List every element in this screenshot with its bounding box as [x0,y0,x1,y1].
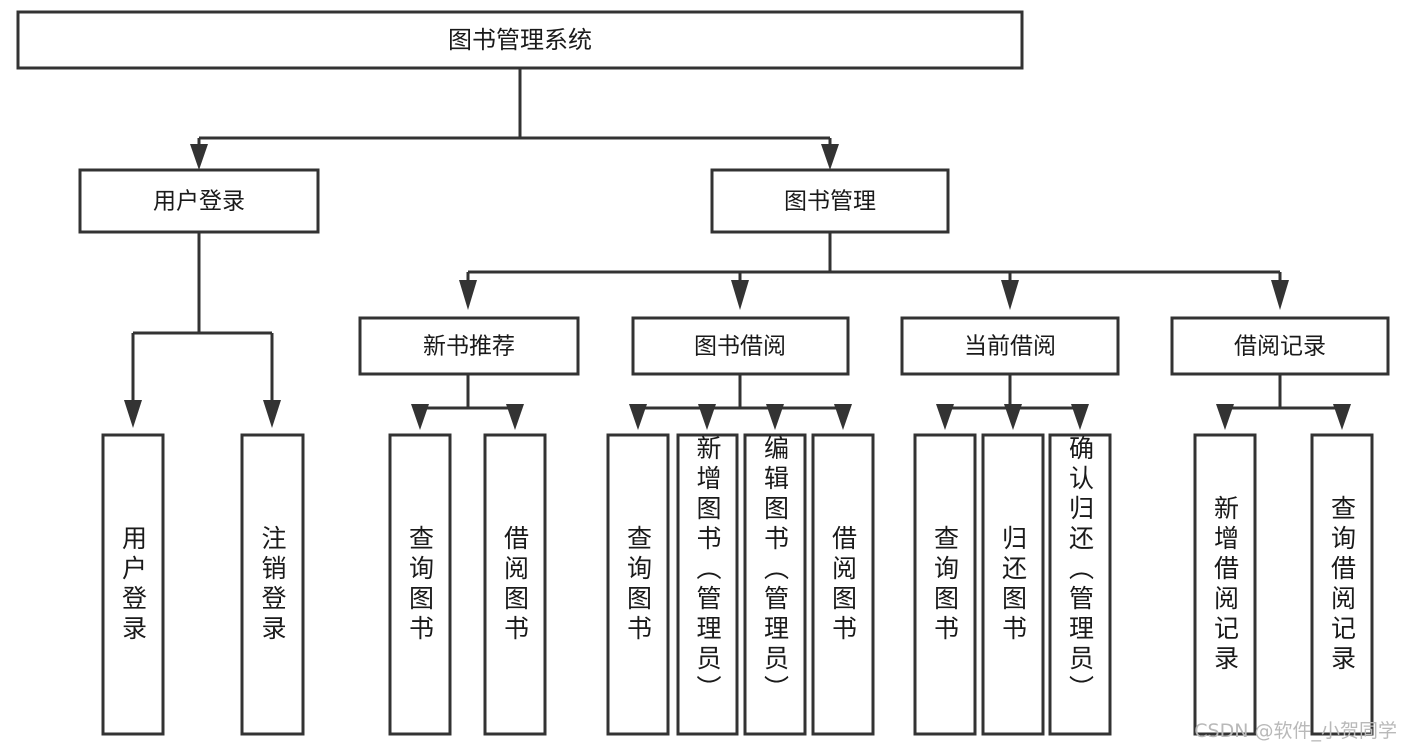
node-book-borrow[interactable]: 图书借阅 [631,316,850,376]
leaf-box-borrow-book-2[interactable] [811,433,875,736]
arrowhead-book-manage [821,144,839,170]
arrowhead-current-borrow [1001,280,1019,310]
leaf-box-edit-book[interactable] [743,433,807,736]
leaf-box-query-book-3[interactable] [913,433,977,736]
leaf-box-layer [101,433,1374,736]
node-user-login-label: 用户登录 [153,189,245,215]
leaf-box-query-book-1[interactable] [388,433,452,736]
connector-layer [124,68,1351,430]
arrowhead-leaf-logout [263,400,281,428]
connector-root-trunk [197,68,832,157]
connector-bookborrow-trunk [636,374,845,412]
arrowhead-leaf-query-book-1 [411,404,429,430]
leaf-box-confirm-return[interactable] [1048,433,1112,736]
leaf-box-return-book[interactable] [981,433,1045,736]
node-root[interactable]: 图书管理系统 [16,10,1024,70]
leaf-box-user-login[interactable] [101,433,165,736]
arrowhead-leaf-query-book-3 [936,404,954,430]
arrowhead-leaf-query-record [1333,404,1351,430]
arrowhead-leaf-return-book [1004,404,1022,430]
arrowhead-new-book [459,280,477,310]
arrowhead-leaf-query-book-2 [629,404,647,430]
connector-borrowrecord-trunk [1223,374,1344,412]
node-book-manage-label: 图书管理 [784,189,876,215]
node-user-login[interactable]: 用户登录 [78,168,320,234]
connector-newbook-trunk [418,374,517,412]
node-current-borrow[interactable]: 当前借阅 [900,316,1120,376]
node-book-manage[interactable]: 图书管理 [710,168,950,234]
leaf-box-query-record[interactable] [1310,433,1374,736]
node-borrow-record[interactable]: 借阅记录 [1170,316,1390,376]
leaf-box-query-book-2[interactable] [606,433,670,736]
leaf-box-add-record[interactable] [1193,433,1257,736]
node-current-borrow-label: 当前借阅 [964,334,1056,360]
node-book-borrow-label: 图书借阅 [694,334,786,360]
arrowhead-borrow-book [731,280,749,310]
csdn-watermark: CSDN @软件_小贺同学 [1194,720,1397,742]
arrowhead-user-login [190,144,208,170]
node-root-label: 图书管理系统 [448,26,592,54]
arrowhead-leaf-borrow-book-2 [834,404,852,430]
arrowhead-leaf-borrow-book-1 [506,404,524,430]
arrowhead-leaf-add-record [1216,404,1234,430]
arrowhead-leaf-add-book [698,404,716,430]
node-new-book-recommend-label: 新书推荐 [423,334,515,360]
arrowhead-leaf-confirm-return [1071,404,1089,430]
leaf-box-logout[interactable] [240,433,305,736]
node-borrow-record-label: 借阅记录 [1234,334,1326,360]
connector-bookmanage-trunk [466,232,1282,292]
leaf-box-add-book[interactable] [676,433,739,736]
arrowhead-leaf-edit-book [766,404,784,430]
connector-userlogin-trunk [131,232,274,400]
leaf-box-borrow-book-1[interactable] [483,433,547,736]
arrowhead-borrow-record [1271,280,1289,310]
arrowhead-leaf-user-login [124,400,142,428]
node-new-book-recommend[interactable]: 新书推荐 [358,316,580,376]
